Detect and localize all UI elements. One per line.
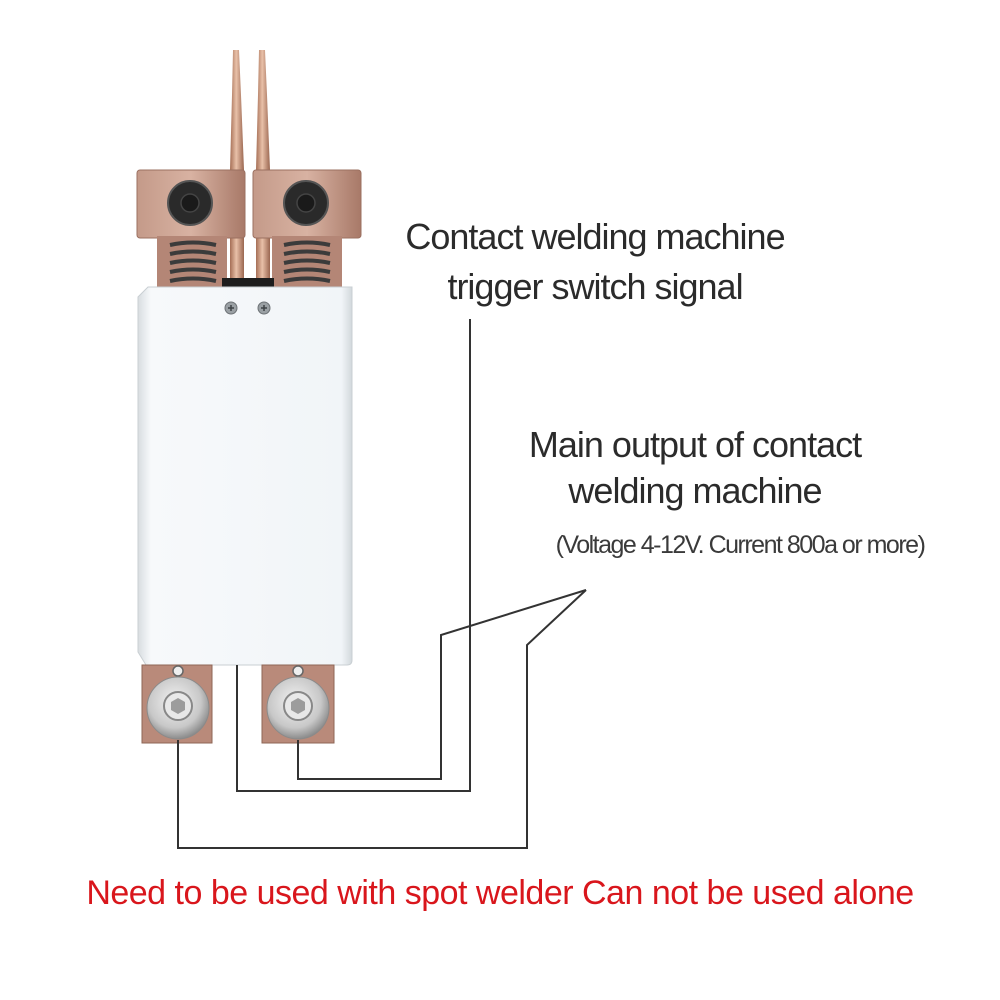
trigger-signal-wire [236,319,471,792]
main-output-spec: (Voltage 4-12V. Current 800a or more) [555,531,926,559]
trigger-signal-label-line-2: trigger switch signal [447,266,743,307]
main-output-wire-right [297,589,587,780]
main-output-label-line-2: welding machine [568,470,822,511]
output-terminal-right [261,664,335,744]
main-output-wire-left [177,589,587,849]
switch-body [137,286,353,666]
output-terminal-left [141,664,213,744]
spring-left-icon [169,240,217,283]
usage-warning: Need to be used with spot welder Can not… [86,874,914,912]
main-output-label-line-1: Main output of contact [528,424,862,465]
trigger-signal-label-line-1: Contact welding machine [405,216,785,257]
clamp-left [136,169,246,288]
main-output-label: Main output of contact welding machine [505,422,885,514]
trigger-signal-label: Contact welding machine trigger switch s… [380,212,810,312]
spring-right-icon [283,240,331,283]
